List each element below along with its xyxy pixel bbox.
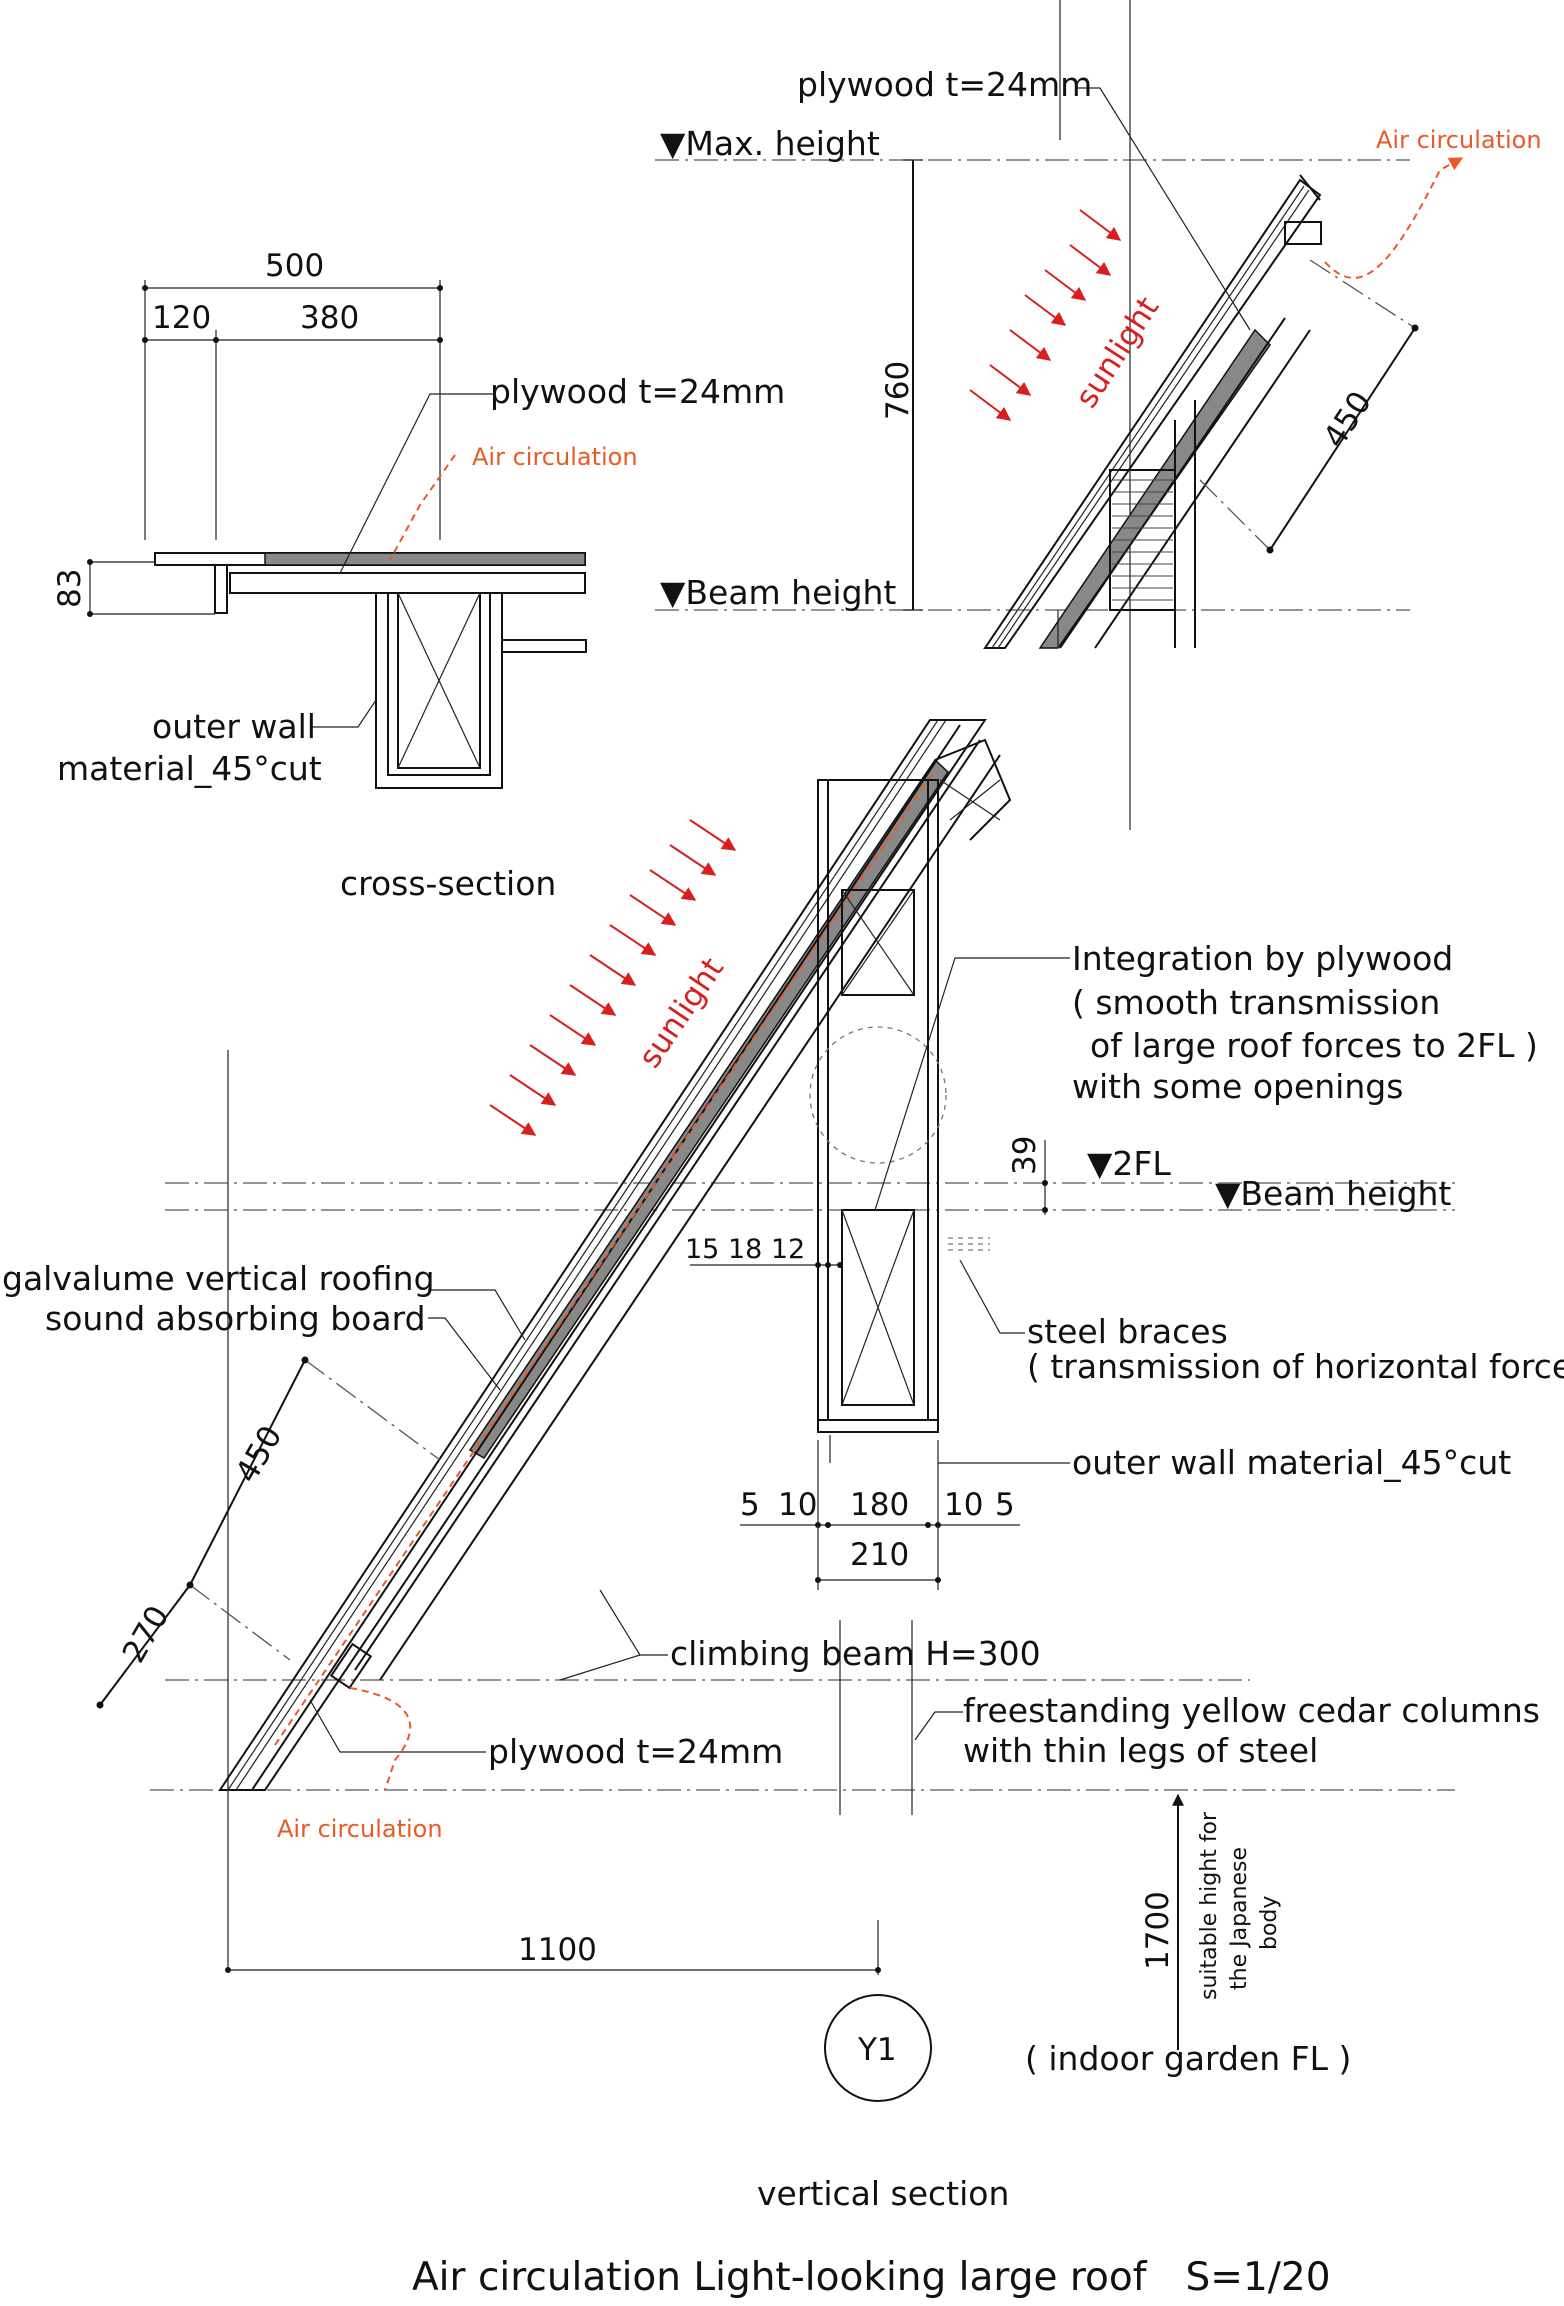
dim-450-main: 450 <box>229 1420 290 1489</box>
garden-fl-label: ( indoor garden FL ) <box>1025 2039 1351 2078</box>
integration-label-2: ( smooth transmission <box>1072 983 1440 1022</box>
sun-arrows-main <box>489 819 737 1136</box>
top-right-detail: 450 sunlight ▼Max. height ▼Beam height p… <box>655 0 1542 830</box>
columns-label-2: with thin legs of steel <box>963 1731 1318 1770</box>
plywood-label-main: plywood t=24mm <box>488 1732 783 1771</box>
dim-39: 39 <box>1007 1136 1043 1175</box>
dim-180: 180 <box>850 1487 909 1523</box>
climbing-beam-label: climbing beam H=300 <box>670 1634 1041 1673</box>
beam-height-label-top: ▼Beam height <box>660 573 896 612</box>
outer-wall-label-1: outer wall <box>152 707 316 746</box>
dim-5-left: 5 <box>740 1487 760 1523</box>
sound-board-label: sound absorbing board <box>45 1299 426 1338</box>
dim-760: 760 <box>880 361 916 420</box>
dim-120: 120 <box>152 300 211 336</box>
sun-arrows-top <box>969 209 1122 421</box>
dim-210: 210 <box>850 1537 909 1573</box>
dims-15-18-12: 15 18 12 <box>685 1234 805 1265</box>
dim-500: 500 <box>265 248 324 284</box>
dim-270: 270 <box>116 1600 177 1669</box>
body-label-1: suitable hight for <box>1197 1811 1222 2000</box>
sunlight-label-top: sunlight <box>1069 291 1167 415</box>
sheet-title: Air circulation Light-looking large roof… <box>412 2255 1331 2300</box>
body-label-3: body <box>1257 1896 1282 1950</box>
vertical-section-caption: vertical section <box>757 2174 1009 2213</box>
steel-braces-label-2: ( transmission of horizontal force ) <box>1027 1347 1564 1386</box>
plywood-label-top: plywood t=24mm <box>797 65 1092 104</box>
air-label-cross: Air circulation <box>472 443 638 471</box>
main-vertical-section: sunlight Integration by plywood ( smooth… <box>2 719 1564 2102</box>
outer-wall-label-main: outer wall material_45°cut <box>1072 1443 1511 1482</box>
dim-5-right: 5 <box>995 1487 1015 1523</box>
integration-label-3: of large roof forces to 2FL ) <box>1090 1026 1538 1065</box>
level-2fl: ▼2FL <box>1087 1144 1171 1183</box>
dim-10-right: 10 <box>944 1487 983 1523</box>
dim-450-top: 450 <box>1317 385 1379 454</box>
outer-wall-label-2: material_45°cut <box>57 749 322 788</box>
dim-380: 380 <box>300 300 359 336</box>
grid-y1: Y1 <box>857 2032 897 2068</box>
cross-section-detail: 500 120 380 83 plywood t=24mm Air circul… <box>52 248 785 903</box>
dim-1700: 1700 <box>1140 1891 1176 1970</box>
galvalume-label: galvalume vertical roofing <box>2 1259 435 1298</box>
air-label-top: Air circulation <box>1376 126 1542 154</box>
max-height-label: ▼Max. height <box>660 124 880 163</box>
dim-1100: 1100 <box>518 1932 597 1968</box>
sunlight-label-main: sunlight <box>632 951 731 1074</box>
air-label-main: Air circulation <box>277 1815 443 1843</box>
columns-label-1: freestanding yellow cedar columns <box>963 1691 1540 1730</box>
integration-label-1: Integration by plywood <box>1072 939 1453 978</box>
beam-height-label-main: ▼Beam height <box>1215 1174 1451 1213</box>
body-label-2: the Japanese <box>1227 1847 1252 1990</box>
dim-83: 83 <box>52 569 88 608</box>
plywood-label-cross: plywood t=24mm <box>490 372 785 411</box>
dim-10-left: 10 <box>778 1487 817 1523</box>
steel-braces-label-1: steel braces <box>1027 1312 1228 1351</box>
cross-section-caption: cross-section <box>340 864 556 903</box>
integration-label-4: with some openings <box>1072 1067 1403 1106</box>
